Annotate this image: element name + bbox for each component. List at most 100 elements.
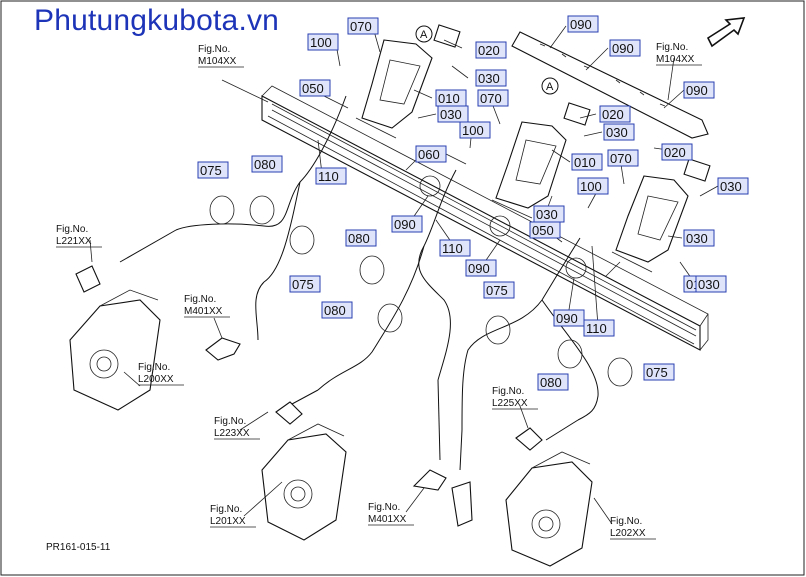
part-label-box (717, 177, 749, 195)
link-arms (75, 265, 543, 527)
part-label-text: 075 (292, 277, 314, 292)
fig-ref-l200xx: Fig.No.L200XX (138, 362, 184, 386)
part-label-text: 030 (606, 125, 628, 140)
part-label-box (603, 123, 635, 141)
part-label-box (607, 149, 639, 167)
fig-ref-line1: Fig.No. (656, 42, 688, 53)
part-label-090: 090 (609, 39, 641, 57)
callout-letter: A (546, 81, 554, 93)
housing-middle (261, 423, 347, 541)
part-label-070: 070 (347, 17, 379, 35)
fig-ref-line1: Fig.No. (198, 44, 230, 55)
part-number-labels: 0701000200300500100300900900900200300701… (197, 15, 749, 391)
part-label-text: 010 (438, 91, 460, 106)
part-label-box (643, 363, 675, 381)
part-label-010: 010 (435, 89, 467, 107)
part-label-box (661, 143, 693, 161)
part-label-text: 070 (480, 91, 502, 106)
part-label-090: 090 (553, 309, 585, 327)
part-label-050: 050 (529, 221, 561, 239)
part-label-box (553, 309, 585, 327)
fig-ref-line2: M401XX (184, 306, 223, 317)
part-label-090: 090 (465, 259, 497, 277)
part-label-text: 100 (310, 35, 332, 50)
part-label-box (683, 81, 715, 99)
part-label-box (483, 281, 515, 299)
part-label-100: 100 (459, 121, 491, 139)
part-label-box (321, 301, 353, 319)
part-label-text: 020 (664, 145, 686, 160)
part-label-text: 020 (478, 43, 500, 58)
part-label-box (477, 89, 509, 107)
part-label-text: 080 (254, 157, 276, 172)
part-label-080: 080 (321, 301, 353, 319)
part-label-text: 090 (686, 83, 708, 98)
part-label-box (299, 79, 331, 97)
part-label-080: 080 (345, 229, 377, 247)
part-label-box (683, 229, 715, 247)
main-frame-beam (261, 85, 709, 351)
fig-ref-l201xx: Fig.No.L201XX (210, 504, 256, 528)
fig-ref-line2: L221XX (56, 236, 92, 247)
watermark-logo: Phutungkubota.vn (34, 4, 280, 37)
part-label-box (415, 145, 447, 163)
part-label-box (251, 155, 283, 173)
part-label-box (529, 221, 561, 239)
fig-ref-m104xx: Fig.No.M104XX (656, 42, 702, 66)
part-label-box (609, 39, 641, 57)
part-label-text: 090 (612, 41, 634, 56)
part-label-030: 030 (603, 123, 635, 141)
part-label-100: 100 (577, 177, 609, 195)
fig-ref-line1: Fig.No. (138, 362, 170, 373)
part-label-box (583, 319, 615, 337)
part-label-110: 110 (583, 319, 615, 337)
part-label-text: 090 (556, 311, 578, 326)
part-label-text: 030 (536, 207, 558, 222)
orientation-arrow-icon (706, 17, 746, 48)
part-label-box (537, 373, 569, 391)
part-label-text: 020 (602, 107, 624, 122)
part-label-text: 050 (532, 223, 554, 238)
part-label-110: 110 (315, 167, 347, 185)
part-label-text: 075 (486, 283, 508, 298)
part-label-060: 060 (415, 145, 447, 163)
part-label-030: 030 (695, 275, 727, 293)
fig-ref-line2: L200XX (138, 374, 174, 385)
lever-unit-2 (491, 102, 591, 219)
fig-ref-line1: Fig.No. (214, 416, 246, 427)
fig-ref-line1: Fig.No. (56, 224, 88, 235)
part-label-box (345, 229, 377, 247)
figure-references: Fig.No.M104XXFig.No.M104XXFig.No.L221XXF… (56, 42, 702, 540)
part-label-box (391, 215, 423, 233)
part-label-box (315, 167, 347, 185)
control-cables (119, 95, 599, 471)
part-label-box (439, 239, 471, 257)
part-label-box (437, 105, 469, 123)
part-label-020: 020 (475, 41, 507, 59)
part-label-text: 100 (462, 123, 484, 138)
part-label-100: 100 (307, 33, 339, 51)
part-label-text: 110 (586, 321, 607, 336)
part-label-box (197, 161, 229, 179)
part-label-box (571, 153, 603, 171)
part-label-075: 075 (197, 161, 229, 179)
part-label-box (599, 105, 631, 123)
part-label-text: 090 (468, 261, 490, 276)
fig-ref-l223xx: Fig.No.L223XX (214, 416, 260, 440)
part-label-text: 070 (610, 151, 632, 166)
fig-ref-m104xx: Fig.No.M104XX (198, 44, 244, 68)
fig-ref-line2: M104XX (656, 54, 695, 65)
fig-ref-line1: Fig.No. (184, 294, 216, 305)
callout-circle: A (415, 25, 433, 43)
part-label-080: 080 (251, 155, 283, 173)
part-label-090: 090 (683, 81, 715, 99)
drawing-code: PR161-015-11 (46, 542, 111, 553)
part-label-box (567, 15, 599, 33)
part-label-050: 050 (299, 79, 331, 97)
part-label-box (577, 177, 609, 195)
fig-ref-line2: M104XX (198, 56, 237, 67)
part-label-070: 070 (607, 149, 639, 167)
part-label-box (695, 275, 727, 293)
fig-ref-line2: L225XX (492, 398, 528, 409)
